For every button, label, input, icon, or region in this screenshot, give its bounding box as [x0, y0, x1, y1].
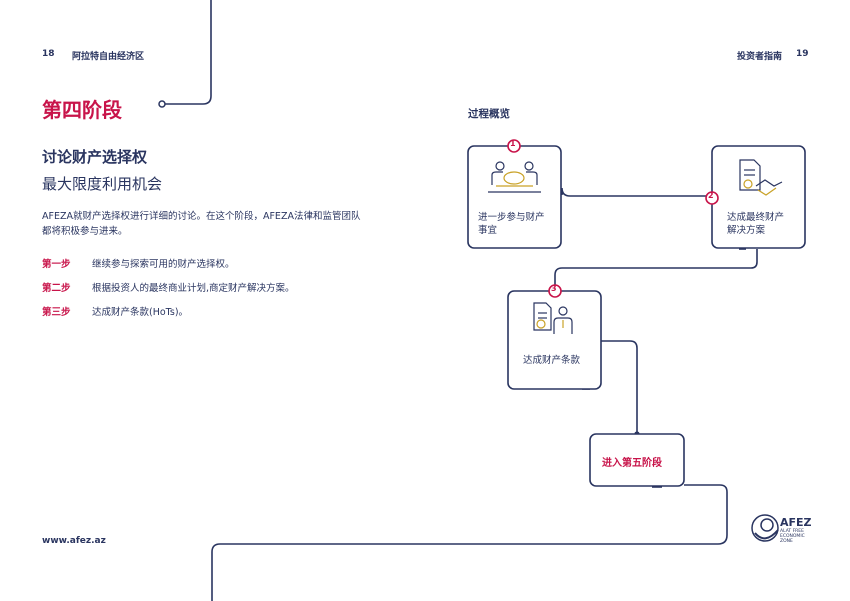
box-3-number: 3 [551, 284, 557, 293]
header-right-title: 投资者指南 [737, 52, 783, 62]
logo-text: AFEZ [780, 516, 812, 529]
meeting-icon [488, 161, 541, 193]
step-3-text: 达成财产条款(HoTs)。 [92, 307, 189, 318]
box-2-text: 达成最终财产 解决方案 [727, 211, 784, 237]
header-left-title: 阿拉特自由经济区 [72, 52, 145, 62]
step-3-label: 第三步 [42, 307, 71, 318]
stage-title: 第四阶段 [42, 98, 122, 122]
step-2-text: 根据投资人的最终商业计划,商定财产解决方案。 [92, 283, 295, 294]
stage-description: AFEZA就财产选择权进行详细的讨论。在这个阶段，AFEZA法律和监管团队都将积… [42, 211, 361, 237]
box-2-line1: 达成最终财产 [727, 212, 785, 223]
logo-subtext: ALAT FREE ECONOMIC ZONE [780, 529, 805, 544]
box-1-line1: 进一步参与财产 [478, 212, 545, 223]
document-person-icon [533, 302, 573, 334]
logo-sub-3: ZONE [780, 539, 793, 544]
box-2-line2: 解决方案 [727, 225, 766, 236]
page-number-left: 18 [42, 49, 55, 59]
next-stage-label: 进入第五阶段 [602, 458, 662, 469]
handshake-document-icon [739, 159, 783, 196]
box-3-text: 达成财产条款 [523, 355, 581, 366]
stage-subheading: 最大限度利用机会 [42, 175, 163, 193]
step-2-label: 第二步 [42, 283, 71, 294]
logo-sub-1: ALAT FREE [780, 529, 804, 534]
afez-logo-icon [751, 514, 779, 542]
box-1-line2: 事宜 [478, 225, 498, 236]
box-1-number: 1 [510, 139, 516, 148]
step-1-label: 第一步 [42, 259, 71, 270]
box-2-number: 2 [708, 191, 714, 200]
website-link[interactable]: www.afez.az [42, 536, 106, 546]
box-1-text: 进一步参与财产 事宜 [478, 211, 545, 237]
overview-title: 过程概览 [468, 108, 510, 120]
page-number-right: 19 [796, 49, 809, 59]
step-1-text: 继续参与探索可用的财产选择权。 [92, 259, 235, 270]
stage-heading: 讨论财产选择权 [42, 148, 148, 166]
logo-sub-2: ECONOMIC [780, 534, 805, 539]
